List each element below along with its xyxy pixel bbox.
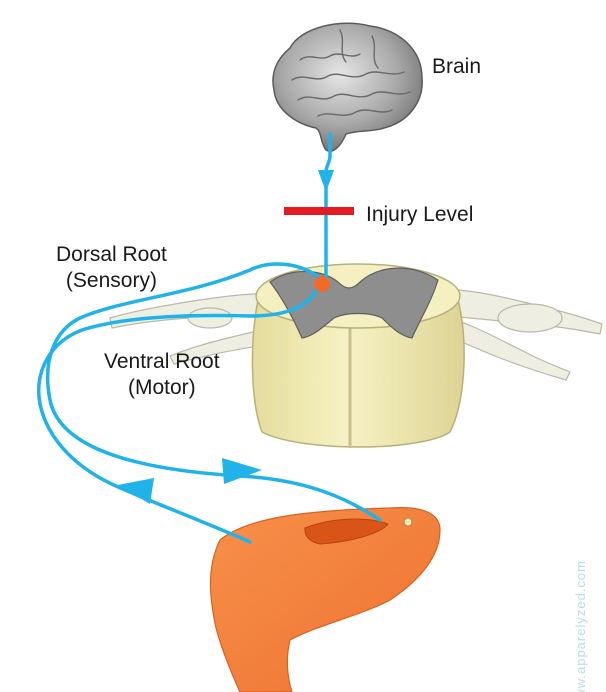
injury-level-marker	[284, 207, 354, 215]
sensory-arrow	[222, 458, 262, 484]
synapse-point	[314, 276, 330, 292]
injury-level-label: Injury Level	[366, 202, 473, 228]
brain-label: Brain	[432, 54, 481, 80]
brain-label-text: Brain	[432, 55, 481, 78]
ventral-root-label: Ventral Root (Motor)	[104, 349, 220, 402]
brain	[273, 23, 422, 151]
injury-level-label-text: Injury Level	[366, 203, 473, 226]
ventral-root-label-line2: (Motor)	[104, 375, 220, 401]
spinal-cord	[252, 264, 464, 448]
dorsal-root-label-line2: (Sensory)	[56, 268, 167, 294]
dorsal-root-label: Dorsal Root (Sensory)	[56, 242, 167, 295]
dorsal-root-label-line1: Dorsal Root	[56, 242, 167, 268]
limb-muscle	[211, 508, 441, 692]
ventral-root-label-line1: Ventral Root	[104, 349, 220, 375]
descending-arrow	[318, 170, 334, 192]
watermark-text: www.apparelyzed.com	[573, 560, 597, 692]
receptor-node	[404, 518, 412, 526]
